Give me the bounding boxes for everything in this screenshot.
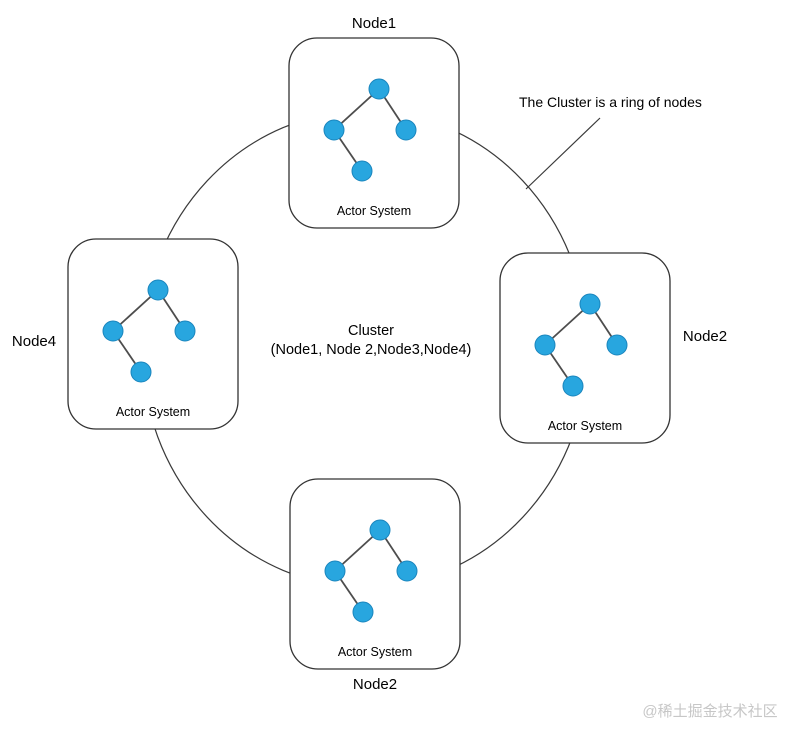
actor-circle: [534, 334, 556, 356]
annotation-line: [525, 117, 601, 190]
node-label-left: Node4: [12, 333, 56, 350]
annotation-label: The Cluster is a ring of nodes: [519, 94, 702, 110]
node-box: [499, 252, 671, 444]
actor-circle: [323, 119, 345, 141]
node-box: [289, 478, 461, 670]
actor-circle: [579, 293, 601, 315]
actor-system-label: Actor System: [548, 419, 622, 433]
actor-circle: [368, 78, 390, 100]
cluster-members: (Node1, Node 2,Node3,Node4): [271, 342, 472, 358]
cluster-node-right: Actor System: [499, 252, 671, 444]
actor-system-label: Actor System: [338, 645, 412, 659]
actor-circle: [396, 560, 418, 582]
actor-system-label: Actor System: [116, 405, 190, 419]
actor-circle: [395, 119, 417, 141]
actor-circle: [606, 334, 628, 356]
node-label-right: Node2: [683, 328, 727, 345]
cluster-node-left: Actor System: [67, 238, 239, 430]
cluster-title: Cluster: [348, 323, 394, 339]
node-box: [288, 37, 460, 229]
cluster-node-bottom: Actor System: [289, 478, 461, 670]
watermark: @稀土掘金技术社区: [642, 703, 777, 720]
actor-circle: [102, 320, 124, 342]
node-label-top: Node1: [352, 15, 396, 32]
actor-circle: [324, 560, 346, 582]
actor-circle: [130, 361, 152, 383]
node-box: [67, 238, 239, 430]
actor-circle: [351, 160, 373, 182]
node-label-bottom: Node2: [353, 676, 397, 693]
actor-system-label: Actor System: [337, 204, 411, 218]
cluster-node-top: Actor System: [288, 37, 460, 229]
actor-circle: [369, 519, 391, 541]
actor-circle: [352, 601, 374, 623]
actor-circle: [174, 320, 196, 342]
actor-circle: [562, 375, 584, 397]
actor-circle: [147, 279, 169, 301]
